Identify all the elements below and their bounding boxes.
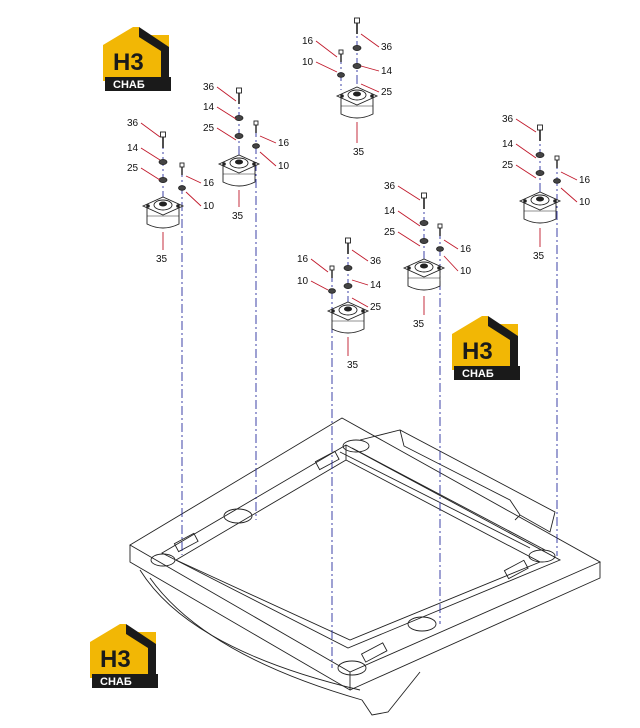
washer [436, 246, 444, 252]
bolt [345, 237, 351, 254]
part-number-label: 14 [203, 102, 215, 113]
part-number-label: 36 [203, 82, 215, 93]
side-stud [253, 120, 259, 133]
part-number-label: 10 [579, 197, 591, 208]
bolt [421, 192, 427, 209]
motor-body [217, 154, 261, 187]
part-number-label: 35 [156, 254, 168, 265]
logo-mark-text: H3 [113, 49, 144, 76]
bolt [160, 131, 166, 148]
washer [343, 282, 353, 289]
motor-body [402, 258, 446, 291]
logo-brand-text: CHAБ [113, 79, 145, 91]
part-number-label: 35 [533, 251, 545, 262]
washer [337, 72, 345, 78]
part-number-label: 25 [502, 160, 514, 171]
washer [352, 63, 362, 70]
washer [535, 169, 545, 176]
logo-middle-right: H3 CHAБ [452, 316, 520, 380]
part-number-label: 36 [370, 256, 382, 267]
part-number-label: 16 [460, 244, 472, 255]
logo-mark-text: H3 [100, 646, 131, 673]
part-number-label: 25 [203, 123, 215, 134]
washer [553, 178, 561, 184]
logo-mark-text: H3 [462, 338, 493, 365]
side-stud [437, 223, 443, 236]
mount-assembly: 36 14 25 16 10 35 [203, 82, 290, 222]
part-number-label: 14 [381, 66, 393, 77]
bolt [354, 17, 360, 34]
motor-body [335, 86, 379, 119]
washer [352, 45, 362, 52]
part-number-label: 35 [413, 319, 425, 330]
side-stud [338, 49, 344, 62]
washer [158, 158, 168, 165]
logo-brand-text: CHAБ [100, 676, 132, 688]
mount-assembly: 36 14 25 16 10 35 [502, 114, 591, 262]
part-number-label: 16 [278, 138, 290, 149]
motor-body [326, 301, 370, 334]
part-number-label: 16 [579, 175, 591, 186]
logo-top-left: H3 CHAБ [103, 27, 171, 91]
part-number-label: 16 [297, 254, 309, 265]
mount-assembly: 36 14 25 16 10 35 [384, 181, 472, 330]
motor-body [518, 191, 562, 224]
washer [158, 176, 168, 183]
washer [252, 143, 260, 149]
washer [535, 151, 545, 158]
part-number-label: 25 [384, 227, 396, 238]
mount-assembly: 36 14 25 16 10 35 [127, 118, 215, 265]
part-number-label: 25 [381, 87, 393, 98]
part-number-label: 14 [370, 280, 382, 291]
part-number-label: 16 [302, 36, 314, 47]
washer [328, 288, 336, 294]
platform-frame [129, 417, 602, 716]
washer [178, 185, 186, 191]
part-number-label: 36 [502, 114, 514, 125]
washer [419, 237, 429, 244]
washer [419, 219, 429, 226]
part-number-label: 36 [127, 118, 139, 129]
motor-body [141, 196, 185, 229]
part-number-label: 10 [278, 161, 290, 172]
logo-bottom-left: H3 CHAБ [90, 624, 158, 688]
part-number-label: 14 [384, 206, 396, 217]
washer [343, 264, 353, 271]
part-number-label: 10 [297, 276, 309, 287]
bolt [236, 87, 242, 104]
washer [234, 132, 244, 139]
part-number-label: 10 [460, 266, 472, 277]
part-number-label: 14 [127, 143, 139, 154]
logo-brand-text: CHAБ [462, 368, 494, 380]
mount-assembly: 16 10 36 14 25 35 [302, 17, 393, 158]
part-number-label: 25 [370, 302, 382, 313]
part-number-label: 35 [347, 360, 359, 371]
part-number-label: 36 [381, 42, 393, 53]
side-stud [179, 162, 185, 175]
part-number-label: 10 [203, 201, 215, 212]
bolt [537, 124, 543, 141]
part-number-label: 14 [502, 139, 514, 150]
part-number-label: 36 [384, 181, 396, 192]
part-number-label: 16 [203, 178, 215, 189]
side-stud [554, 155, 560, 168]
part-number-label: 35 [353, 147, 365, 158]
part-number-label: 10 [302, 57, 314, 68]
side-stud [329, 265, 335, 278]
assembly-axes [162, 24, 558, 668]
part-number-label: 35 [232, 211, 244, 222]
washer [234, 115, 244, 122]
mount-assembly: 16 10 36 14 25 35 [297, 237, 382, 371]
part-number-label: 25 [127, 163, 139, 174]
